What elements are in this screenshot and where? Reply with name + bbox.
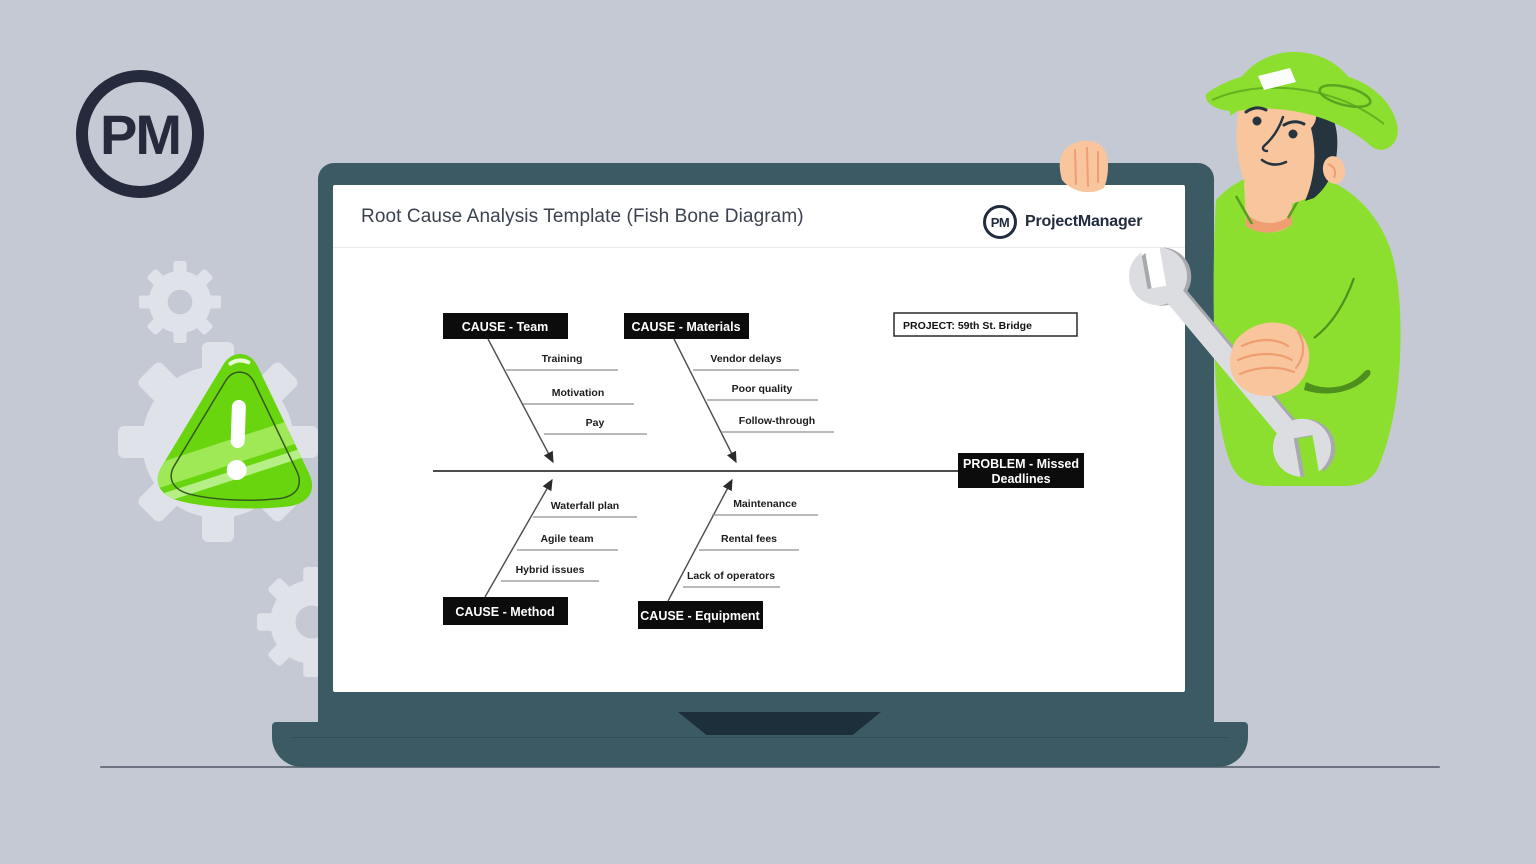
nose-line	[1261, 115, 1285, 153]
laptop-base-seam	[292, 737, 1228, 738]
fishbone-diagram: Training Motivation Pay Vendor delays Po…	[433, 312, 1084, 629]
sub-cause-label: Agile team	[540, 533, 593, 545]
smile	[1260, 158, 1288, 166]
brand-wordmark: ProjectManager	[1025, 213, 1143, 230]
worker-right-hand	[1229, 322, 1310, 396]
left-eye	[1252, 116, 1262, 126]
sub-cause-label: Waterfall plan	[551, 500, 619, 512]
exclamation-bar	[230, 400, 246, 448]
projectmanager-logo: PM ProjectManager	[983, 204, 1142, 240]
cause-box-materials: CAUSE - Materials	[624, 313, 749, 339]
hat-stripe	[1258, 68, 1296, 90]
hat-vent	[1318, 83, 1372, 109]
exclamation-dot	[226, 459, 247, 480]
cause-box-method: CAUSE - Method	[443, 597, 568, 625]
sub-cause-label: Lack of operators	[687, 570, 775, 582]
cause-box-team: CAUSE - Team	[443, 313, 568, 339]
project-box: PROJECT: 59th St. Bridge	[893, 312, 1078, 337]
sub-cause-label: Training	[542, 353, 583, 365]
worker-head	[1205, 51, 1398, 205]
svg-text:CAUSE - Team: CAUSE - Team	[462, 320, 549, 334]
sub-cause-label: Hybrid issues	[516, 564, 585, 576]
laptop-notch	[678, 712, 881, 735]
sub-cause-label: Rental fees	[721, 533, 777, 545]
pm-logo-text: PM	[100, 103, 180, 166]
worker-left-hand	[1059, 140, 1108, 193]
sleeve-fold	[1313, 277, 1356, 339]
sub-cause-label: Follow-through	[739, 415, 815, 427]
left-eyebrow	[1244, 106, 1268, 114]
sub-cause-label: Pay	[586, 417, 605, 429]
svg-text:CAUSE - Materials: CAUSE - Materials	[631, 320, 740, 334]
svg-text:Deadlines: Deadlines	[991, 472, 1050, 486]
worker-face-features	[1244, 106, 1306, 166]
hard-hat	[1205, 51, 1398, 150]
laptop-screen-content: Root Cause Analysis Template (Fish Bone …	[333, 185, 1185, 692]
pm-logo-ring	[76, 70, 204, 198]
pm-logo-icon: PM	[76, 70, 204, 198]
sub-cause-label: Poor quality	[732, 383, 793, 395]
right-eye	[1288, 129, 1298, 139]
bone-equipment	[667, 478, 733, 602]
worker-illustration	[1059, 51, 1401, 486]
bone-method	[484, 478, 553, 598]
floor-line	[100, 766, 1440, 768]
page-title: Root Cause Analysis Template (Fish Bone …	[361, 206, 804, 227]
bone-materials	[673, 338, 737, 464]
cuff-shadow	[1304, 369, 1371, 394]
svg-text:PROBLEM - Missed: PROBLEM - Missed	[963, 457, 1079, 471]
problem-box: PROBLEM - Missed Deadlines	[958, 453, 1084, 488]
svg-text:CAUSE - Method: CAUSE - Method	[455, 605, 554, 619]
decor-cluster	[118, 261, 350, 677]
cause-box-equipment: CAUSE - Equipment	[638, 601, 763, 629]
sub-branches	[501, 369, 834, 588]
sub-cause-label: Vendor delays	[710, 353, 781, 365]
pm-logo-icon: PM	[983, 205, 1017, 239]
bone-team	[487, 338, 554, 464]
right-eyebrow	[1282, 120, 1306, 127]
svg-text:CAUSE - Equipment: CAUSE - Equipment	[640, 609, 760, 623]
template-header: Root Cause Analysis Template (Fish Bone …	[333, 185, 1185, 248]
sub-cause-label: Maintenance	[733, 498, 797, 510]
svg-text:PROJECT: 59th St. Bridge: PROJECT: 59th St. Bridge	[903, 320, 1032, 332]
sub-cause-label: Motivation	[552, 387, 605, 399]
